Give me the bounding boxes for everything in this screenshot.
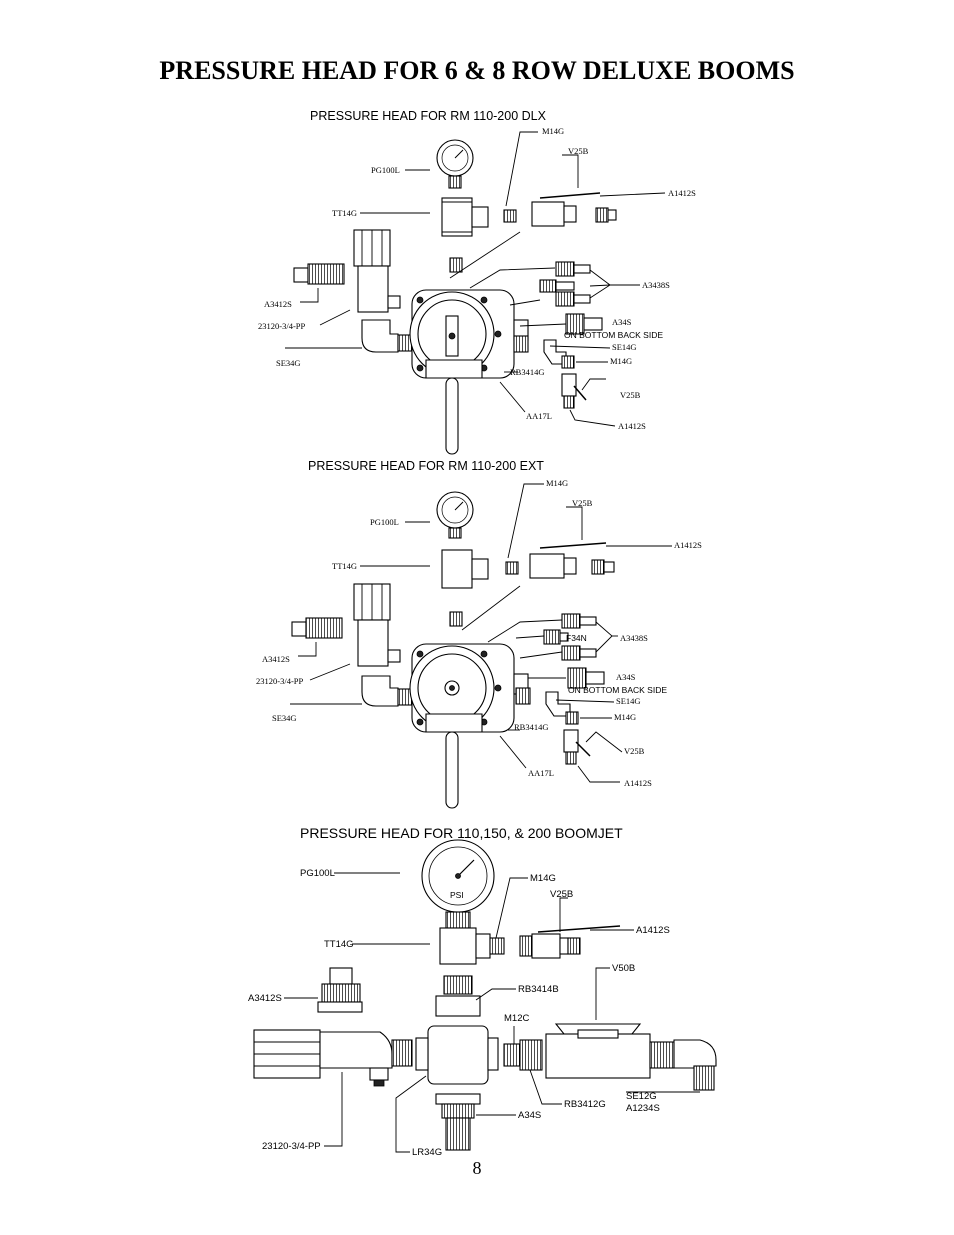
label-tt14g: TT14G [324, 939, 354, 950]
leader-lines-dlx [285, 131, 666, 427]
label-rb3414b: RB3414B [518, 984, 559, 995]
regulator [291, 583, 401, 667]
ball-valve [529, 542, 615, 579]
nipple [449, 257, 463, 273]
label-m12c: M12C [504, 1013, 529, 1024]
section-title-boomjet: PRESSURE HEAD FOR 110,150, & 200 BOOMJET [300, 825, 623, 841]
hose-barb-top [317, 967, 363, 1013]
street-elbow [649, 1039, 717, 1091]
section-title-dlx: PRESSURE HEAD FOR RM 110-200 DLX [310, 109, 547, 123]
elbow [361, 675, 413, 707]
label-a34s: A34S [612, 317, 632, 327]
label-v50b: V50B [612, 963, 635, 974]
label-se34g: SE34G [272, 713, 297, 723]
label-v25b: V25B [572, 498, 593, 508]
label-a1412s: A1412S [668, 188, 696, 198]
label-se14g: SE14G [616, 696, 641, 706]
label-se12g: SE12G [626, 1091, 657, 1102]
label-v25b-2: V25B [624, 746, 645, 756]
label-a3438s: A3438S [620, 633, 648, 643]
label-a1234s: A1234S [626, 1103, 660, 1114]
label-a1412s: A1412S [636, 925, 670, 936]
label-a3412s: A3412S [248, 993, 282, 1004]
label-se34g: SE34G [276, 358, 301, 368]
nipple-m12c [503, 1043, 521, 1067]
label-m14g: M14G [542, 126, 564, 136]
page-title: PRESSURE HEAD FOR 6 & 8 ROW DELUXE BOOMS [159, 56, 795, 85]
label-a3412s: A3412S [262, 654, 290, 664]
hose-barb-bottom [435, 1093, 481, 1151]
label-23120-pp: 23120-3/4-PP [256, 676, 304, 686]
section-title-ext: PRESSURE HEAD FOR RM 110-200 EXT [308, 459, 544, 473]
page-number: 8 [472, 1158, 482, 1178]
label-a34s: A34S [616, 672, 636, 682]
pressure-gauge [436, 491, 474, 539]
nipple [443, 975, 473, 995]
label-m14g: M14G [546, 478, 568, 488]
label-v25b: V25B [550, 889, 573, 900]
label-m14g: M14G [530, 873, 556, 884]
tee-fitting [439, 927, 505, 965]
nipple-m14g [505, 561, 519, 575]
pump-body [409, 289, 529, 379]
pressure-gauge: PSI [421, 839, 495, 929]
label-on-bottom: ON BOTTOM BACK SIDE [564, 330, 663, 340]
agitator-wand [445, 731, 459, 809]
label-m14g-2: M14G [614, 712, 636, 722]
label-pg100l: PG100L [300, 868, 335, 879]
bushing-rb3412g [519, 1039, 543, 1071]
ball-valve [519, 925, 621, 959]
ball-valve [531, 192, 617, 227]
label-pg100l: PG100L [370, 517, 399, 527]
label-a1412s-2: A1412S [618, 421, 646, 431]
section-ext: PRESSURE HEAD FOR RM 110-200 EXT [256, 459, 702, 809]
nipple-m14g [503, 209, 517, 223]
label-a3438s: A3438S [642, 280, 670, 290]
hose-barbs [513, 261, 603, 409]
label-a34s: A34S [518, 1110, 541, 1121]
label-on-bottom: ON BOTTOM BACK SIDE [568, 685, 667, 695]
label-23120-pp: 23120-3/4-PP [258, 321, 306, 331]
label-v25b: V25B [568, 146, 589, 156]
regulator [253, 1029, 413, 1087]
label-rb3412g: RB3412G [564, 1099, 606, 1110]
label-rb3414g: RB3414G [510, 367, 544, 377]
pressure-gauge [436, 139, 474, 189]
label-tt14g: TT14G [332, 561, 357, 571]
label-aa17l: AA17L [526, 411, 552, 421]
label-rb3414g: RB3414G [514, 722, 548, 732]
ball-valve-large [545, 1023, 651, 1079]
label-lr34g: LR34G [412, 1147, 442, 1158]
label-f34n: F34N [566, 633, 587, 643]
label-m14g-2: M14G [610, 356, 632, 366]
label-aa17l: AA17L [528, 768, 554, 778]
tee-fitting [441, 549, 489, 589]
reducer-bushing [435, 995, 481, 1017]
elbow [361, 319, 413, 353]
label-23120-pp: 23120-3/4-PP [262, 1141, 321, 1152]
label-tt14g: TT14G [332, 208, 357, 218]
hose-barbs [515, 613, 605, 765]
label-pg100l: PG100L [371, 165, 400, 175]
gauge-psi-text: PSI [450, 890, 464, 900]
leader-lines-boomjet [284, 872, 700, 1153]
pump-body [409, 643, 529, 733]
cross-body [415, 1025, 499, 1085]
section-dlx: PRESSURE HEAD FOR RM 110-200 DLX [258, 109, 696, 455]
agitator-wand [445, 377, 459, 455]
label-a1412s: A1412S [674, 540, 702, 550]
tee-fitting [441, 197, 489, 237]
nipple [449, 611, 463, 627]
leader-lines-ext [290, 483, 672, 783]
label-se14g: SE14G [612, 342, 637, 352]
label-v25b-2: V25B [620, 390, 641, 400]
regulator [293, 229, 401, 313]
label-a1412s-2: A1412S [624, 778, 652, 788]
label-a3412s: A3412S [264, 299, 292, 309]
section-boomjet: PRESSURE HEAD FOR 110,150, & 200 BOOMJET… [248, 825, 717, 1158]
